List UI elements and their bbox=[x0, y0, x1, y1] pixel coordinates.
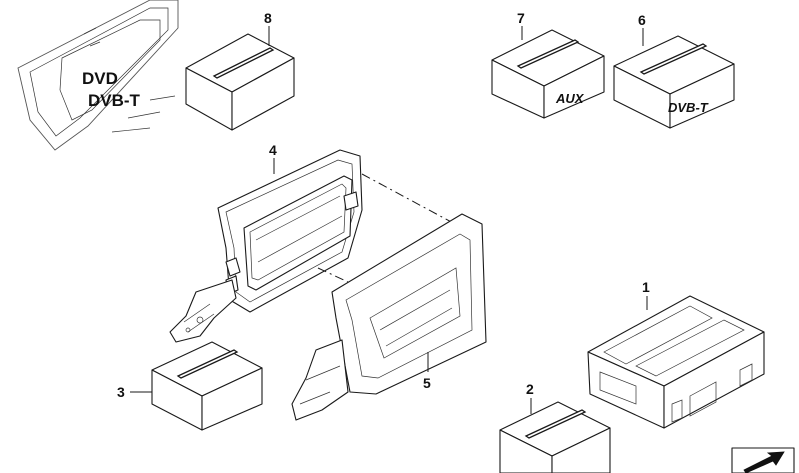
callout-7: 7 bbox=[517, 10, 525, 26]
dvd-changer-part-1: 1 bbox=[587, 279, 765, 429]
callout-2: 2 bbox=[526, 381, 534, 397]
display-screen-part: DVD DVB-T bbox=[17, 0, 179, 151]
mounting-frame-part-4: 4 bbox=[169, 142, 363, 343]
callout-6: 6 bbox=[638, 12, 646, 28]
box-part-8: 8 bbox=[185, 10, 295, 131]
callout-5: 5 bbox=[423, 375, 431, 391]
callout-8: 8 bbox=[264, 10, 272, 26]
screen-label-dvd: DVD bbox=[82, 69, 118, 88]
box-part-7: AUX 7 bbox=[491, 10, 605, 119]
box-label-aux: AUX bbox=[555, 91, 585, 106]
box-label-dvbt: DVB-T bbox=[668, 100, 709, 115]
screen-label-dvbt: DVB-T bbox=[88, 91, 141, 110]
box-part-2: 2 bbox=[499, 381, 611, 473]
callout-3: 3 bbox=[117, 384, 125, 400]
trim-bezel-part-5: 5 bbox=[291, 213, 487, 421]
box-part-3: 3 bbox=[117, 341, 263, 431]
callout-4: 4 bbox=[269, 142, 277, 158]
arrow-pointer-icon bbox=[731, 447, 795, 473]
callout-1: 1 bbox=[642, 279, 650, 295]
box-part-6: DVB-T 6 bbox=[613, 12, 735, 129]
